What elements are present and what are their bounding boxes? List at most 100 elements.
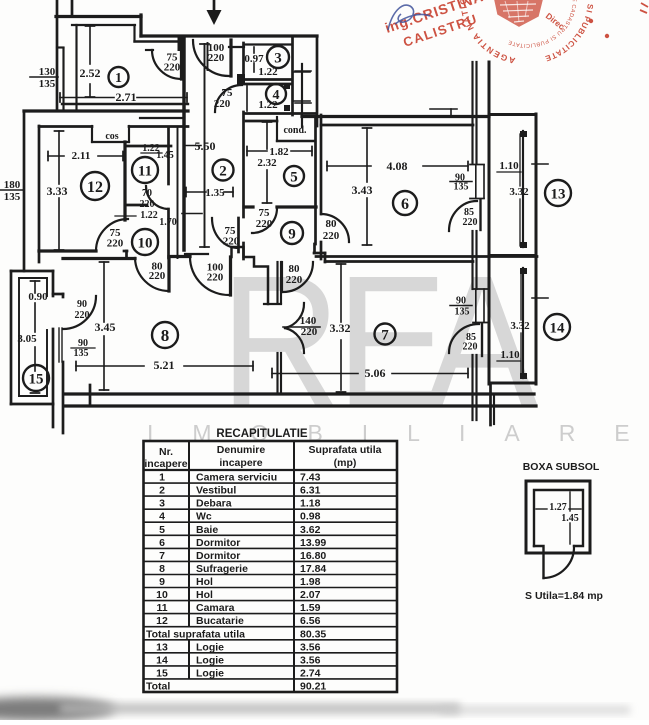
svg-text:75: 75 xyxy=(259,207,271,219)
svg-text:1.18: 1.18 xyxy=(300,498,321,510)
svg-text:Hol: Hol xyxy=(196,589,213,601)
svg-text:6.56: 6.56 xyxy=(300,615,321,627)
svg-text:220: 220 xyxy=(214,98,231,110)
svg-text:16.80: 16.80 xyxy=(300,550,326,562)
svg-text:1.22: 1.22 xyxy=(142,143,160,154)
svg-text:1.70: 1.70 xyxy=(159,217,177,228)
svg-text:3.56: 3.56 xyxy=(300,641,321,653)
svg-text:220: 220 xyxy=(301,326,318,338)
svg-text:1.45: 1.45 xyxy=(156,150,174,161)
svg-text:75: 75 xyxy=(225,225,237,237)
svg-text:Logie: Logie xyxy=(196,667,224,679)
svg-text:3.05: 3.05 xyxy=(17,333,37,345)
svg-text:1.10: 1.10 xyxy=(500,349,520,361)
svg-text:0.97: 0.97 xyxy=(244,53,264,65)
svg-text:6: 6 xyxy=(159,537,165,549)
svg-text:2.71: 2.71 xyxy=(116,90,137,104)
svg-text:BOXA SUBSOL: BOXA SUBSOL xyxy=(523,461,600,473)
svg-text:3.32: 3.32 xyxy=(510,320,530,332)
svg-text:Suprafata utila: Suprafata utila xyxy=(309,444,382,456)
svg-text:17.84: 17.84 xyxy=(300,563,326,575)
svg-text:220: 220 xyxy=(463,342,478,353)
svg-text:Logie: Logie xyxy=(196,641,224,653)
svg-text:100: 100 xyxy=(208,42,225,54)
svg-text:2.32: 2.32 xyxy=(257,157,277,169)
svg-text:11: 11 xyxy=(156,602,167,614)
svg-text:1.10: 1.10 xyxy=(499,160,519,172)
svg-text:1.59: 1.59 xyxy=(300,602,321,614)
svg-text:1.82: 1.82 xyxy=(269,146,289,158)
svg-text:12: 12 xyxy=(156,615,168,627)
svg-text:3: 3 xyxy=(274,50,282,66)
svg-text:2.52: 2.52 xyxy=(80,66,101,80)
svg-text:80: 80 xyxy=(152,261,164,273)
svg-text:3.33: 3.33 xyxy=(47,184,68,198)
svg-text:220: 220 xyxy=(256,218,273,230)
svg-text:cond.: cond. xyxy=(283,125,307,136)
svg-text:220: 220 xyxy=(223,236,240,248)
svg-text:Dormitor: Dormitor xyxy=(196,550,240,562)
svg-text:Sufragerie: Sufragerie xyxy=(196,563,248,575)
svg-text:85: 85 xyxy=(464,207,474,218)
svg-text:220: 220 xyxy=(286,274,303,286)
svg-text:1.22: 1.22 xyxy=(140,210,158,221)
svg-text:1: 1 xyxy=(159,472,165,484)
svg-text:Vestibul: Vestibul xyxy=(196,485,236,497)
svg-text:5.50: 5.50 xyxy=(195,139,216,153)
svg-text:S Utila=1.84 mp: S Utila=1.84 mp xyxy=(525,590,603,602)
svg-text:Nr.: Nr. xyxy=(159,446,173,458)
svg-text:220: 220 xyxy=(463,217,478,228)
svg-text:Total: Total xyxy=(146,681,170,693)
svg-text:RECAPITULATIE: RECAPITULATIE xyxy=(216,428,307,440)
svg-text:5.06: 5.06 xyxy=(365,366,386,380)
svg-text:140: 140 xyxy=(300,315,317,327)
svg-text:2: 2 xyxy=(159,485,165,497)
svg-text:85: 85 xyxy=(466,332,476,343)
svg-text:7: 7 xyxy=(159,550,165,562)
svg-text:2: 2 xyxy=(219,163,227,179)
svg-text:3.32: 3.32 xyxy=(509,186,529,198)
svg-text:3.62: 3.62 xyxy=(300,524,321,536)
svg-text:15: 15 xyxy=(29,371,44,387)
svg-text:cos: cos xyxy=(105,131,118,142)
svg-text:(mp): (mp) xyxy=(334,457,357,469)
svg-text:incapere: incapere xyxy=(144,458,187,470)
svg-text:6: 6 xyxy=(401,196,409,213)
svg-text:135: 135 xyxy=(74,348,89,359)
svg-text:Debara: Debara xyxy=(196,498,232,510)
svg-text:4.08: 4.08 xyxy=(387,159,408,173)
svg-text:Denumire: Denumire xyxy=(217,444,266,456)
svg-text:5.21: 5.21 xyxy=(154,358,175,372)
svg-text:1.22: 1.22 xyxy=(258,99,278,111)
svg-text:4: 4 xyxy=(273,88,280,103)
svg-text:14: 14 xyxy=(550,320,566,336)
svg-text:75: 75 xyxy=(167,52,179,64)
svg-text:14: 14 xyxy=(156,654,168,666)
svg-text:Logie: Logie xyxy=(196,654,224,666)
svg-text:0.98: 0.98 xyxy=(300,511,321,523)
svg-text:Camera serviciu: Camera serviciu xyxy=(196,472,277,484)
svg-text:7.43: 7.43 xyxy=(300,472,321,484)
svg-text:3: 3 xyxy=(159,498,165,510)
svg-text:90.21: 90.21 xyxy=(300,681,326,693)
svg-text:135: 135 xyxy=(455,307,470,318)
svg-text:220: 220 xyxy=(323,230,340,242)
svg-text:220: 220 xyxy=(207,272,224,284)
svg-text:220: 220 xyxy=(208,52,225,64)
svg-text:3.45: 3.45 xyxy=(95,320,116,334)
svg-text:100: 100 xyxy=(207,262,224,274)
svg-text:75: 75 xyxy=(222,87,234,99)
svg-text:135: 135 xyxy=(39,78,56,90)
svg-text:2.11: 2.11 xyxy=(72,150,91,162)
svg-text:90: 90 xyxy=(455,173,465,184)
svg-text:15: 15 xyxy=(156,667,168,679)
svg-text:90: 90 xyxy=(456,296,466,307)
svg-text:4: 4 xyxy=(159,511,165,523)
svg-text:130: 130 xyxy=(39,66,56,78)
svg-text:220: 220 xyxy=(140,199,155,210)
svg-text:Wc: Wc xyxy=(196,511,212,523)
svg-text:135: 135 xyxy=(454,182,469,193)
svg-text:8: 8 xyxy=(159,563,165,575)
svg-text:Camara: Camara xyxy=(196,602,235,614)
svg-text:80: 80 xyxy=(326,218,338,230)
